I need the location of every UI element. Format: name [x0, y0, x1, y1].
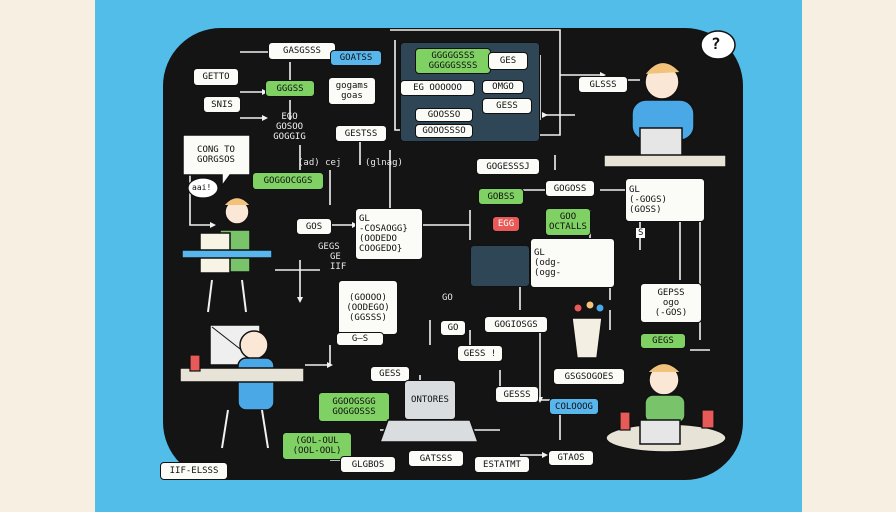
box-ggss-top: GGGGGSSS GGGGGSSSS [415, 48, 491, 74]
box-g-s: G—S [336, 332, 384, 346]
box-gos: GOS [296, 218, 332, 235]
code-window-gl: GL -COSAOGG} (OODEDO COOGEDO} [355, 208, 423, 260]
box-glsss: GLSSS [578, 76, 628, 93]
box-goatss: GOATSS [330, 50, 382, 66]
corner-label: IIF-ELSSS [160, 462, 228, 480]
box-gepss: GEPSS ogo (-GOS) [640, 283, 702, 323]
person-bottom-left [179, 324, 305, 449]
small-label-6: GO [442, 293, 453, 303]
box-gogesssj: GOGESSSJ [476, 158, 540, 175]
box-getto: GETTO [193, 68, 239, 86]
code-window-gooss: (GOOOO) (OODEGO) (GGSSS) [338, 280, 398, 335]
person-top-right [603, 61, 727, 168]
box-snis: SNIS [203, 96, 241, 113]
box-colog: COLOOOG [549, 398, 599, 415]
box-estatmt: ESTATMT [474, 456, 530, 473]
small-label-5: IIF [330, 262, 347, 272]
box-ego: EGO GOSOO GOGGIG [273, 112, 306, 142]
box-gestss: GESTSS [335, 125, 387, 142]
box-gess-bang: GESS ! [457, 345, 503, 362]
box-ggss: GGGSS [265, 80, 315, 97]
speech-cong: CONG TO GORGSOS [197, 145, 235, 165]
small-label-2: (glnag) [365, 158, 403, 168]
box-ggg-bottom: GGOOGSGG GOGGOSSS [318, 392, 390, 422]
box-omgo: OMGO [482, 80, 524, 94]
small-label-1: (ad) cej [298, 158, 342, 168]
box-gasgsss: GASGSSS [268, 42, 336, 60]
box-gess-mid: GESS [482, 98, 532, 114]
laptop-screen-ontores: ONTORES [404, 380, 456, 420]
box-goo: GOO OCTALLS [545, 208, 591, 236]
box-gl-ol: (GOL-OUL (OOL-OOL) [282, 432, 352, 460]
box-ges-top: GES [488, 52, 528, 70]
box-gogoss: GOGOSS [545, 180, 595, 197]
box-egooo: EG OOOOOO [400, 80, 475, 96]
box-gtaos: GTAOS [548, 450, 594, 466]
cup [571, 300, 605, 359]
code-window-gl-right: GL (-GOGS) (GOSS) [625, 178, 705, 222]
box-gooso: GOOSSO [415, 108, 473, 122]
bubble-text: aai! [192, 183, 212, 192]
box-gogams: gogams goas [328, 77, 376, 105]
box-gess-low: GESSS [495, 386, 539, 403]
person-bottom-right [605, 362, 727, 453]
screen-small-center [470, 245, 530, 287]
small-label-4: GE [330, 252, 341, 262]
question-mark: ? [711, 34, 721, 53]
box-goggocs: GOGGOCGGS [252, 172, 324, 190]
person-left [181, 196, 273, 313]
laptop-center [378, 419, 480, 443]
box-gogiosgs: GOGIOSGS [484, 316, 548, 333]
box-gossso: GOOOSSSO [415, 124, 473, 138]
box-gatsss: GATSSS [408, 450, 464, 467]
box-ges-small: GESS [370, 366, 410, 382]
box-gegs: GEGS [640, 333, 686, 349]
box-gobss: GOBSS [478, 188, 524, 205]
box-go: GO [440, 320, 466, 336]
box-gsgsoes: GSGSOGOES [553, 368, 625, 385]
code-window-gl2: GL (odg- (ogg- [530, 238, 615, 288]
box-egg: EGG [492, 216, 520, 232]
small-label-3: GEGS [318, 242, 340, 252]
box-glgbos: GLGBOS [340, 456, 396, 473]
small-label-7: S [636, 228, 646, 238]
